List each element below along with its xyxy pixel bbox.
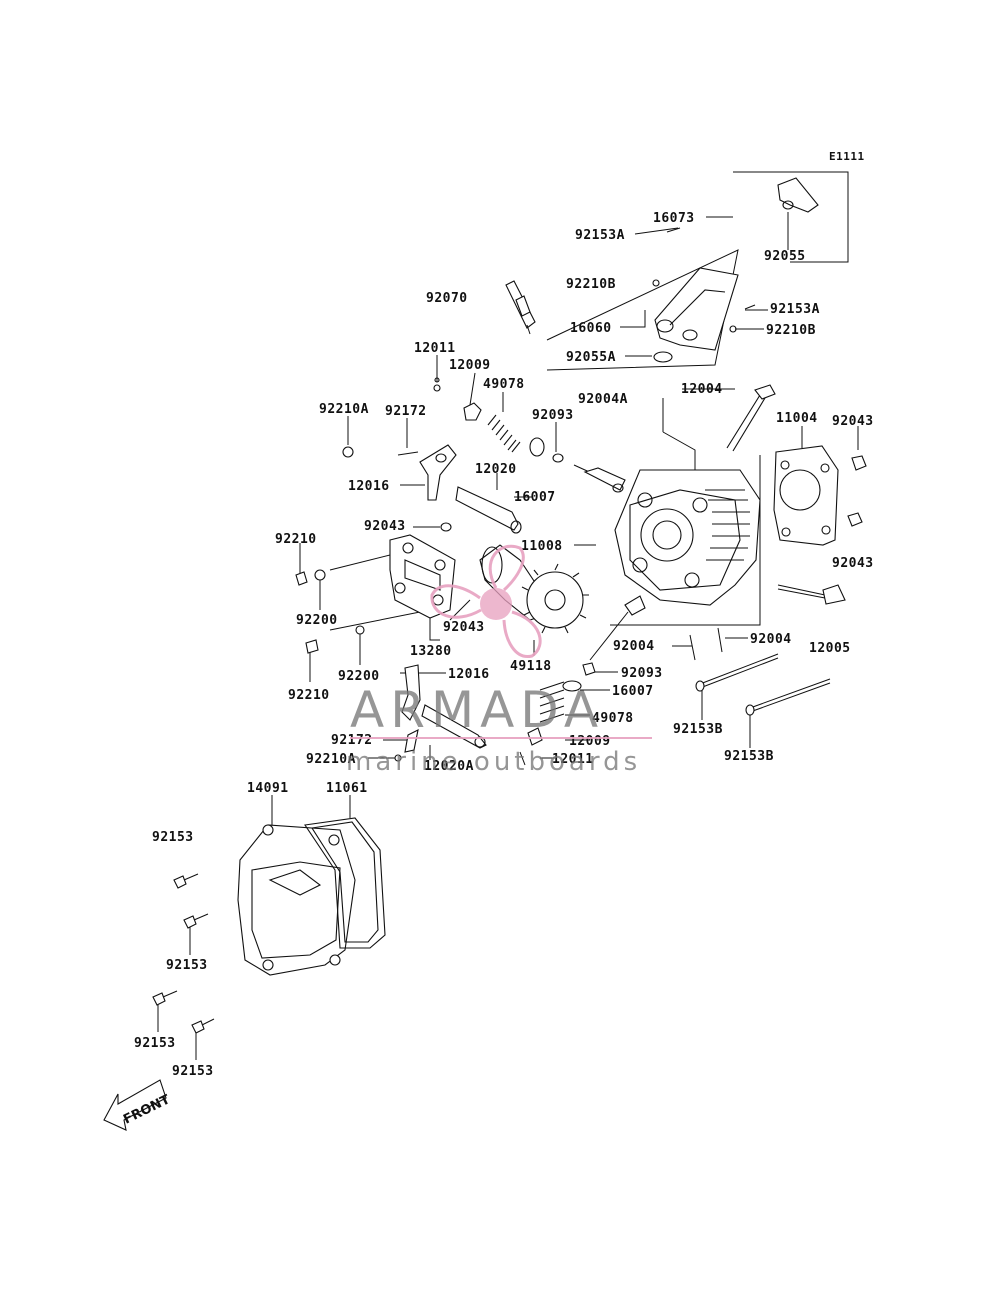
part-label: 92004 (613, 639, 655, 654)
part-label: 92200 (296, 613, 338, 628)
part-label: 14091 (247, 781, 289, 796)
part-label: 92153A (575, 228, 625, 243)
part-label: 92172 (385, 404, 427, 419)
front-arrow-icon: FRONT (103, 1079, 173, 1131)
part-label: 49118 (510, 659, 552, 674)
part-label: 11061 (326, 781, 368, 796)
part-label: 12020 (475, 462, 517, 477)
part-gasket-11061 (304, 817, 386, 949)
part-label: 92210B (566, 277, 616, 292)
part-cylinder-head-11008 (583, 467, 761, 661)
part-valve (777, 584, 846, 605)
part-head-cover-14091 (237, 824, 356, 976)
part-rocker-arm-upper (342, 444, 522, 534)
part-label: 92153 (166, 958, 208, 973)
part-label: 92200 (338, 669, 380, 684)
part-label: 13280 (410, 644, 452, 659)
part-label: 12011 (552, 752, 594, 767)
part-label: 92153B (673, 722, 723, 737)
part-label: 92004A (578, 392, 628, 407)
part-label: 92153B (724, 749, 774, 764)
part-label: 12016 (348, 479, 390, 494)
part-label: 16060 (570, 321, 612, 336)
part-label: 12004 (681, 382, 723, 397)
part-label: 12020A (424, 759, 474, 774)
part-label: 92153 (172, 1064, 214, 1079)
part-label: 92153A (770, 302, 820, 317)
part-label: 12011 (414, 341, 456, 356)
part-label: 92210A (306, 752, 356, 767)
part-gasket-11004 (773, 445, 867, 546)
part-label: 92093 (532, 408, 574, 423)
part-label: 92153 (134, 1036, 176, 1051)
watermark-logo: ARMADA marine outboards (346, 544, 652, 777)
part-label: 92043 (364, 519, 406, 534)
part-label: 92004 (750, 632, 792, 647)
part-dowel-12004 (726, 384, 776, 452)
part-label: 16007 (514, 490, 556, 505)
part-studs-92153b (689, 627, 831, 716)
part-chain-guide-16073 (777, 177, 819, 213)
part-label: 12005 (809, 641, 851, 656)
part-label: 49078 (483, 377, 525, 392)
part-spark-plug-92070 (505, 280, 536, 335)
part-label: 92093 (621, 666, 663, 681)
part-label: 92070 (426, 291, 468, 306)
part-label: 92172 (331, 733, 373, 748)
part-bolts-92153 (152, 873, 215, 1034)
part-label: 12009 (449, 358, 491, 373)
watermark-brand: ARMADA (350, 681, 604, 739)
part-tensioner-16060 (652, 227, 756, 363)
part-label: 49078 (592, 711, 634, 726)
part-label: 92210 (275, 532, 317, 547)
watermark-tagline: marine outboards (346, 747, 641, 777)
part-label: 92043 (443, 620, 485, 635)
part-label: 92210 (288, 688, 330, 703)
diagram-code: E1111 (829, 150, 865, 163)
part-label: 11008 (521, 539, 563, 554)
part-label: 92055A (566, 350, 616, 365)
part-labels: 16073 92055 92153A 92210B 92070 92153A 1… (134, 211, 874, 1079)
part-label: 12016 (448, 667, 490, 682)
propeller-icon (430, 544, 542, 658)
part-label: 92210A (319, 402, 369, 417)
part-rocker-holder-13280 (295, 534, 456, 654)
part-label: 11004 (776, 411, 818, 426)
part-label: 92043 (832, 556, 874, 571)
part-valve-springs-top (433, 377, 564, 463)
part-label: 92055 (764, 249, 806, 264)
part-label: 16007 (612, 684, 654, 699)
part-label: 92043 (832, 414, 874, 429)
part-label: 92153 (152, 830, 194, 845)
part-label: 16073 (653, 211, 695, 226)
part-label: 92210B (766, 323, 816, 338)
